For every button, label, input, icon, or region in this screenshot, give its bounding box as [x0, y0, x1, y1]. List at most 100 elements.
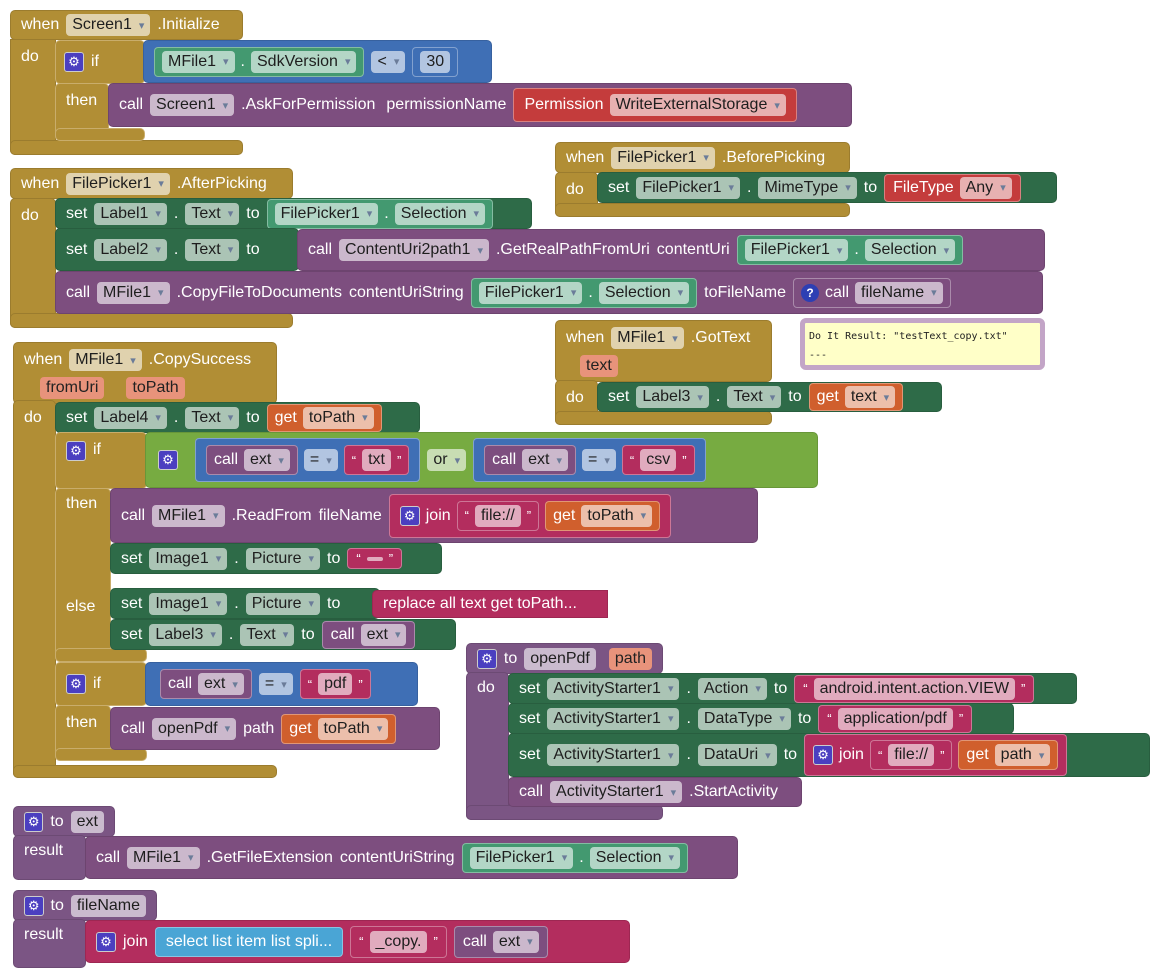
event-param[interactable]: text: [580, 355, 618, 377]
text-field[interactable]: file://: [888, 744, 935, 766]
collapsed-replace-block[interactable]: replace all text get toPath...: [372, 590, 608, 618]
permission-dropdown[interactable]: WriteExternalStorage: [609, 94, 786, 116]
component-dropdown[interactable]: Image1: [149, 547, 228, 570]
call-get-real-path[interactable]: call ContentUri2path1 .GetRealPathFromUr…: [297, 229, 1045, 271]
component-dropdown[interactable]: ActivityStarter1: [547, 707, 680, 730]
call-get-file-extension[interactable]: call MFile1 .GetFileExtension contentUri…: [85, 836, 738, 879]
set-activitystarter-datauri[interactable]: set ActivityStarter1 . DataUri to ⚙ join…: [508, 733, 1150, 777]
number-block[interactable]: 30: [412, 46, 459, 77]
event-mfile-copysuccess[interactable]: when MFile1 .CopySuccess fromUri toPath: [13, 342, 277, 404]
procedure-ext[interactable]: ⚙ to ext: [13, 806, 115, 837]
mutator-gear-icon[interactable]: ⚙: [64, 52, 84, 72]
property-dropdown[interactable]: Text: [185, 406, 240, 429]
or-dropdown[interactable]: or: [427, 449, 467, 471]
property-dropdown[interactable]: Text: [185, 238, 240, 261]
get-variable[interactable]: get toPath: [266, 403, 382, 432]
property-getter[interactable]: FilePicker1 . Selection: [266, 198, 494, 229]
procedure-dropdown[interactable]: ext: [244, 449, 290, 471]
component-dropdown[interactable]: MFile1: [69, 349, 142, 371]
procedure-dropdown[interactable]: openPdf: [152, 717, 237, 740]
procedure-dropdown[interactable]: fileName: [855, 281, 943, 304]
number-field[interactable]: 30: [420, 50, 451, 73]
component-dropdown[interactable]: Screen1: [150, 94, 235, 116]
set-activitystarter-datatype[interactable]: set ActivityStarter1 . DataType to “appl…: [508, 703, 1014, 734]
permission-block[interactable]: Permission WriteExternalStorage: [513, 88, 797, 122]
text-block[interactable]: “file://”: [869, 740, 953, 770]
event-filepicker-beforepicking[interactable]: when FilePicker1 .BeforePicking: [555, 142, 850, 173]
component-dropdown[interactable]: MFile1: [127, 846, 200, 869]
property-dropdown[interactable]: MimeType: [758, 176, 857, 199]
property-getter[interactable]: FilePicker1 . Selection: [470, 277, 698, 308]
call-start-activity[interactable]: call ActivityStarter1 .StartActivity: [508, 777, 802, 807]
property-dropdown[interactable]: Selection: [394, 202, 486, 225]
set-activitystarter-action[interactable]: set ActivityStarter1 . Action to “androi…: [508, 673, 1077, 704]
operator-dropdown[interactable]: =: [582, 449, 616, 471]
variable-dropdown[interactable]: toPath: [581, 504, 653, 527]
text-field[interactable]: csv: [640, 449, 677, 471]
event-screen1-initialize[interactable]: when Screen1 .Initialize: [10, 10, 243, 40]
mutator-gear-icon[interactable]: ⚙: [813, 745, 834, 765]
property-dropdown[interactable]: Text: [727, 386, 782, 408]
operator-dropdown[interactable]: =: [258, 673, 293, 695]
text-block[interactable]: “file://”: [456, 500, 540, 531]
procedure-param[interactable]: path: [608, 647, 652, 670]
component-dropdown[interactable]: ContentUri2path1: [339, 239, 489, 261]
set-label3-text[interactable]: set Label3 . Text to get text: [597, 382, 942, 412]
component-dropdown[interactable]: FilePicker1: [611, 146, 715, 169]
if-block[interactable]: ⚙ if: [55, 662, 147, 706]
component-dropdown[interactable]: Label2: [94, 238, 167, 261]
component-dropdown[interactable]: Screen1: [66, 14, 151, 36]
mutator-gear-icon[interactable]: ⚙: [158, 450, 178, 470]
component-dropdown[interactable]: MFile1: [152, 504, 225, 527]
property-dropdown[interactable]: Action: [697, 677, 767, 700]
mutator-gear-icon[interactable]: ⚙: [399, 505, 420, 526]
component-dropdown[interactable]: Label3: [149, 623, 222, 646]
text-block[interactable]: “_copy.”: [350, 925, 447, 958]
variable-dropdown[interactable]: toPath: [317, 717, 389, 740]
procedure-dropdown[interactable]: ext: [492, 930, 539, 953]
property-dropdown[interactable]: Text: [185, 202, 240, 225]
property-getter[interactable]: MFile1 . SdkVersion: [154, 46, 365, 77]
procedure-filename[interactable]: ⚙ to fileName: [13, 890, 157, 921]
component-dropdown[interactable]: ActivityStarter1: [550, 781, 683, 803]
component-dropdown[interactable]: MFile1: [162, 50, 235, 73]
property-dropdown[interactable]: SdkVersion: [251, 50, 357, 73]
event-param[interactable]: fromUri: [40, 377, 105, 399]
text-field[interactable]: _copy.: [369, 930, 428, 953]
text-field[interactable]: txt: [362, 449, 391, 471]
variable-dropdown[interactable]: toPath: [302, 406, 374, 429]
event-mfile-gottext[interactable]: when MFile1 .GotText text: [555, 320, 772, 382]
mutator-gear-icon[interactable]: ⚙: [66, 674, 86, 694]
if-else-block[interactable]: ⚙ if: [55, 432, 147, 489]
procedure-openpdf[interactable]: ⚙ to openPdf path: [466, 643, 663, 674]
component-dropdown[interactable]: Image1: [149, 592, 228, 615]
set-image1-picture[interactable]: set Image1 . Picture to “ ”: [110, 543, 442, 574]
procedure-dropdown[interactable]: ext: [198, 673, 244, 695]
operator-dropdown[interactable]: <: [371, 50, 406, 73]
text-field[interactable]: file://: [474, 504, 521, 527]
component-dropdown[interactable]: Label1: [94, 202, 167, 225]
call-ask-permission[interactable]: call Screen1 .AskForPermission permissio…: [108, 83, 852, 127]
component-dropdown[interactable]: MFile1: [611, 327, 684, 349]
variable-dropdown[interactable]: path: [994, 744, 1051, 766]
component-dropdown[interactable]: FilePicker1: [744, 239, 849, 261]
procedure-name-field[interactable]: ext: [70, 810, 104, 833]
join-block[interactable]: ⚙ join select list item list spli... “_c…: [85, 920, 630, 963]
mutator-gear-icon[interactable]: ⚙: [66, 441, 86, 461]
procedure-name-field[interactable]: fileName: [70, 894, 146, 917]
filetype-block[interactable]: FileType Any: [884, 173, 1021, 202]
text-block[interactable]: “pdf”: [299, 669, 371, 699]
property-dropdown[interactable]: Text: [240, 623, 295, 646]
